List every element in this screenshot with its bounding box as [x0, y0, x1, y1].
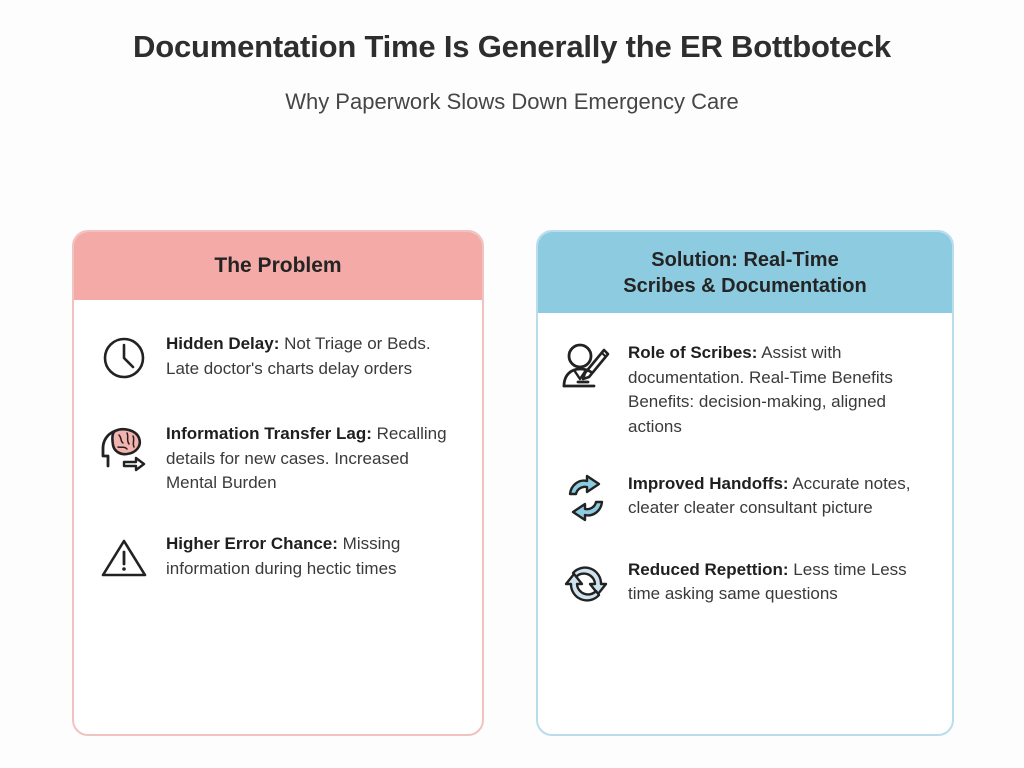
list-item: Improved Handoffs: Accurate notes, cleat… — [558, 466, 934, 526]
list-item-lead: Information Transfer Lag: — [166, 424, 372, 443]
list-item-body: Recalling details for new cases. Increas… — [166, 424, 447, 493]
list-item-text: Hidden Delay: Not Triage or Beds. Late d… — [166, 326, 462, 381]
problem-card: The Problem Hidden Delay: Not Triage or … — [72, 230, 484, 736]
solution-card-title-line1: Solution: Real-Time — [651, 248, 839, 271]
list-item-body: Less time Less time asking same question… — [628, 559, 907, 604]
list-item: Hidden Delay: Not Triage or Beds. Late d… — [96, 326, 462, 386]
solution-card: Solution: Real-Time Scribes & Documentat… — [536, 230, 954, 736]
solution-card-body: Role of Scribes: Assist with documentati… — [538, 313, 952, 622]
problem-card-body: Hidden Delay: Not Triage or Beds. Late d… — [74, 300, 482, 596]
list-item-text: Reduced Repettion: Less time Less time a… — [628, 552, 934, 607]
list-item: Information Transfer Lag: Recalling deta… — [96, 416, 462, 496]
scribe-person-icon — [558, 339, 614, 395]
brain-transfer-icon — [96, 420, 152, 476]
page-header: Documentation Time Is Generally the ER B… — [0, 0, 1024, 116]
list-item-body: Missing information during hectic times — [166, 533, 401, 578]
refresh-rotate-icon — [558, 556, 614, 612]
problem-card-header: The Problem — [74, 232, 482, 300]
list-item: Higher Error Chance: Missing information… — [96, 526, 462, 586]
page-title: Documentation Time Is Generally the ER B… — [133, 29, 891, 64]
list-item-body: Accurate notes, cleater cleater consulta… — [628, 473, 911, 518]
list-item-lead: Reduced Repettion: — [628, 559, 789, 579]
list-item-text: Improved Handoffs: Accurate notes, cleat… — [628, 466, 934, 521]
refresh-cycle-icon — [558, 470, 614, 526]
list-item-lead: Improved Handoffs: — [628, 473, 789, 493]
list-item: Reduced Repettion: Less time Less time a… — [558, 552, 934, 612]
list-item-text: Information Transfer Lag: Recalling deta… — [166, 416, 462, 496]
solution-card-title: Solution: Real-Time Scribes & Documentat… — [623, 247, 866, 299]
warning-triangle-icon — [96, 530, 152, 586]
list-item-lead: Role of Scribes: — [628, 343, 758, 362]
page-subtitle: Why Paperwork Slows Down Emergency Care — [285, 89, 739, 115]
list-item: Role of Scribes: Assist with documentati… — [558, 335, 934, 440]
list-item-body: Not Triage or Beds. Late doctor's charts… — [166, 334, 431, 378]
clock-icon — [96, 330, 152, 386]
solution-card-title-line2: Scribes & Documentation — [623, 274, 867, 297]
list-item-lead: Higher Error Chance: — [166, 533, 338, 553]
list-item-text: Higher Error Chance: Missing information… — [166, 526, 462, 581]
list-item-text: Role of Scribes: Assist with documentati… — [628, 335, 934, 440]
list-item-lead: Hidden Delay: — [166, 334, 280, 353]
solution-card-header: Solution: Real-Time Scribes & Documentat… — [538, 232, 952, 313]
problem-card-title: The Problem — [214, 254, 342, 277]
list-item-body: Assist with documentation. Real-Time Ben… — [628, 343, 893, 436]
